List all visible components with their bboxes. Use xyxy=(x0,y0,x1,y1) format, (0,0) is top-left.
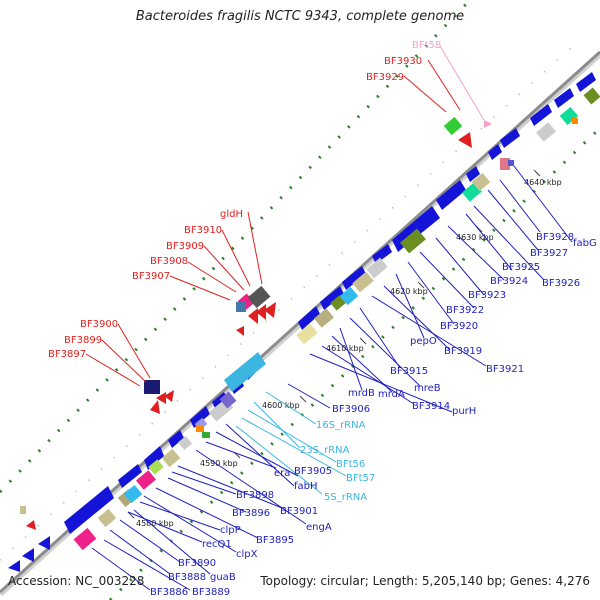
top-leader-lines xyxy=(85,45,485,387)
gene-label: BF3920 xyxy=(440,321,478,332)
gene-label: guaB xyxy=(210,572,236,583)
tick-label: 4640 kbp xyxy=(524,178,562,187)
gene-label: BF3895 xyxy=(256,535,294,546)
gene-label: engA xyxy=(306,522,332,533)
gene-label: era xyxy=(274,468,290,479)
gene-label: BF3922 xyxy=(446,305,484,316)
map-title: Bacteroides fragilis NCTC 9343, complete… xyxy=(135,9,465,24)
gene-label: BF3929 xyxy=(366,72,404,83)
accession-text: Accession: NC_003228 xyxy=(8,574,145,588)
gene-label: BF3888 xyxy=(168,572,206,583)
gene-label: BF3914 xyxy=(412,401,450,412)
gene-label: recQ1 xyxy=(202,539,232,550)
gene-label: 16S_rRNA xyxy=(316,420,366,431)
gene-label: BF3899 xyxy=(64,335,102,346)
bottom-gene-labels: BF3928 fabG BF3927 BF3926 BF3925 BF3924 … xyxy=(150,232,597,598)
forward-strand-track xyxy=(26,116,492,530)
gene-label: clpP xyxy=(220,525,241,536)
gene-label: fabH xyxy=(294,481,318,492)
gene-label: BF3905 xyxy=(294,466,332,477)
gene-label: BF3906 xyxy=(332,404,370,415)
gene-label: BF3919 xyxy=(444,346,482,357)
gene-label: BF3898 xyxy=(236,490,274,501)
gene-label: BF3900 xyxy=(80,319,118,330)
top-gene-labels: BFt58 BF3930 BF3929 gldH BF3910 BF3909 B… xyxy=(48,40,441,360)
gene-label: BF3925 xyxy=(502,262,540,273)
tick-label: 4590 kbp xyxy=(200,459,238,468)
gene-label: BF3928 xyxy=(536,232,574,243)
gene-label: BF3910 xyxy=(184,225,222,236)
gene-label: BF3915 xyxy=(390,366,428,377)
bottom-leader-lines xyxy=(91,165,573,591)
feature-blocks xyxy=(20,87,600,551)
gene-label: 5S_rRNA xyxy=(324,492,367,503)
gene-label: fabG xyxy=(573,238,597,249)
gene-label: BF3926 xyxy=(542,278,580,289)
gene-label: BF3930 xyxy=(384,56,422,67)
tick-label: 4600 kbp xyxy=(262,401,300,410)
tick-label: 4620 kbp xyxy=(390,287,428,296)
gene-label: BFt58 xyxy=(412,40,441,51)
gene-label: BFt56 xyxy=(336,459,365,470)
gene-label: pepO xyxy=(410,336,437,347)
gene-label: mrdB xyxy=(348,388,375,399)
gc-dots-inner xyxy=(108,126,600,600)
tick-label: 4630 kbp xyxy=(456,233,494,242)
gene-label: BFt57 xyxy=(346,473,375,484)
gene-label: BF3897 xyxy=(48,349,86,360)
gene-label: BF3923 xyxy=(468,290,506,301)
rrna-leader-lines xyxy=(235,391,347,495)
gene-label: clpX xyxy=(236,549,258,560)
gene-label: BF3886 xyxy=(150,587,188,598)
gene-label: BF3889 xyxy=(192,587,230,598)
gene-label: BF3907 xyxy=(132,271,170,282)
gene-label: BF3921 xyxy=(486,364,524,375)
gene-label: mrdA xyxy=(378,389,405,400)
gene-label: BF3901 xyxy=(280,506,318,517)
gene-label: BF3909 xyxy=(166,241,204,252)
gene-label: purH xyxy=(452,406,476,417)
gene-label: 23S_rRNA xyxy=(300,445,350,456)
gene-label: BF3927 xyxy=(530,248,568,259)
gc-dots-outer xyxy=(0,0,472,494)
gene-label: BF3890 xyxy=(178,558,216,569)
gene-label: mreB xyxy=(414,383,441,394)
gene-label: gldH xyxy=(220,209,243,220)
tick-label: 4580 kbp xyxy=(136,519,174,528)
gene-label: BF3908 xyxy=(150,256,188,267)
gene-label: BF3924 xyxy=(490,276,528,287)
gene-label: BF3896 xyxy=(232,508,270,519)
genome-summary: Topology: circular; Length: 5,205,140 bp… xyxy=(260,574,590,588)
